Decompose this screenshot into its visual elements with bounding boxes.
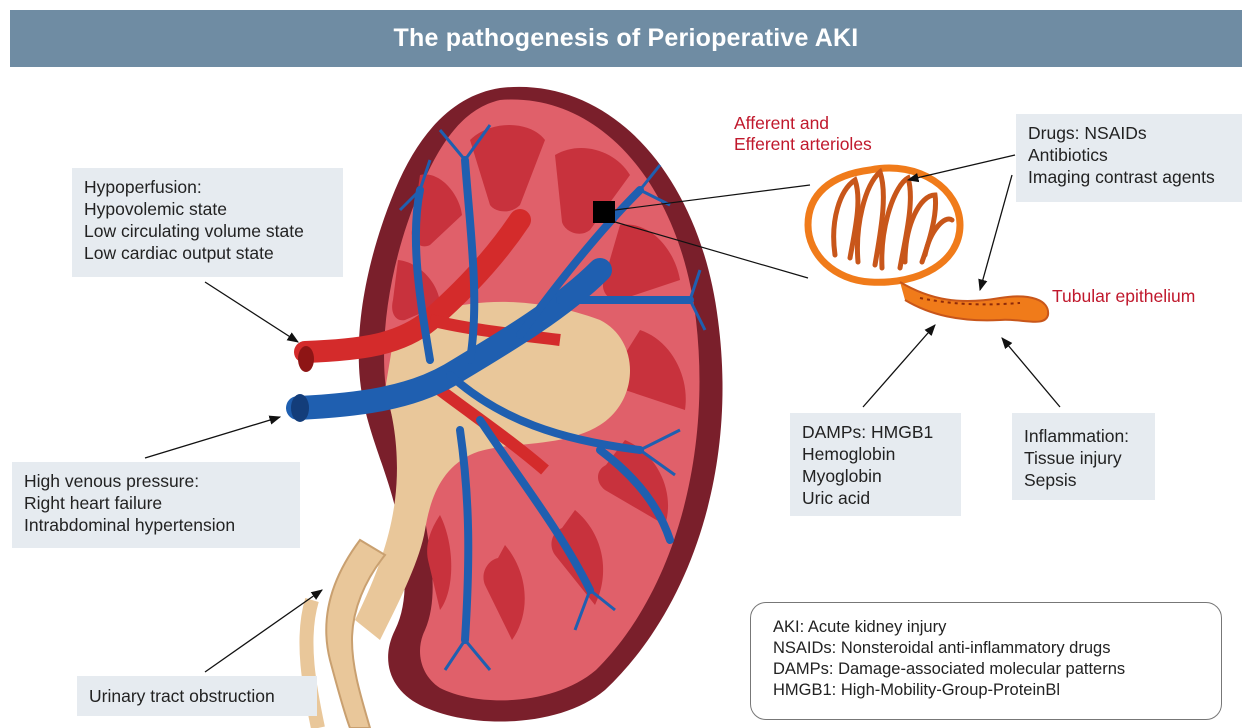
legend-item: HMGB1: High-Mobility-Group-ProteinBl	[773, 680, 1199, 701]
label-line: Efferent arterioles	[734, 134, 872, 155]
legend-item: AKI: Acute kidney injury	[773, 617, 1199, 638]
box-line: Uric acid	[802, 487, 949, 509]
hypoperfusion-box: Hypoperfusion: Hypovolemic state Low cir…	[72, 168, 343, 277]
box-line: Hypoperfusion:	[84, 176, 331, 198]
box-line: Tissue injury	[1024, 447, 1143, 469]
box-line: Hemoglobin	[802, 443, 949, 465]
box-line: Intrabdominal hypertension	[24, 514, 288, 536]
box-line: Low cardiac output state	[84, 242, 331, 264]
box-line: Right heart failure	[24, 492, 288, 514]
arrow-icon	[908, 155, 1015, 180]
arterioles-label: Afferent and Efferent arterioles	[734, 113, 872, 155]
drugs-box: Drugs: NSAIDs Antibiotics Imaging contra…	[1016, 114, 1242, 202]
damps-box: DAMPs: HMGB1 Hemoglobin Myoglobin Uric a…	[790, 413, 961, 516]
arrow-icon	[863, 325, 935, 407]
arrow-icon	[145, 417, 280, 458]
label-line: Afferent and	[734, 113, 872, 134]
kidney-illustration	[291, 87, 723, 728]
tubular-epithelium-label: Tubular epithelium	[1052, 286, 1195, 307]
box-line: Inflammation:	[1024, 425, 1143, 447]
box-line: DAMPs: HMGB1	[802, 421, 949, 443]
nephron-location-marker	[593, 201, 615, 223]
inflammation-box: Inflammation: Tissue injury Sepsis	[1012, 413, 1155, 500]
box-line: Sepsis	[1024, 469, 1143, 491]
box-line: Myoglobin	[802, 465, 949, 487]
box-line: Drugs: NSAIDs	[1028, 122, 1230, 144]
box-line: Low circulating volume state	[84, 220, 331, 242]
arrow-icon	[205, 282, 298, 342]
venous-pressure-box: High venous pressure: Right heart failur…	[12, 462, 300, 548]
legend-item: DAMPs: Damage-associated molecular patte…	[773, 659, 1199, 680]
arrow-icon	[1002, 338, 1060, 407]
box-line: Antibiotics	[1028, 144, 1230, 166]
nephron-icon	[808, 168, 1048, 322]
box-line: Hypovolemic state	[84, 198, 331, 220]
box-line: Imaging contrast agents	[1028, 166, 1230, 188]
arrow-icon	[980, 175, 1012, 290]
urinary-obstruction-box: Urinary tract obstruction	[77, 676, 317, 716]
legend-item: NSAIDs: Nonsteroidal anti-inflammatory d…	[773, 638, 1199, 659]
box-line: High venous pressure:	[24, 470, 288, 492]
box-line: Urinary tract obstruction	[89, 685, 305, 707]
abbreviation-legend: AKI: Acute kidney injury NSAIDs: Nonster…	[750, 602, 1222, 720]
